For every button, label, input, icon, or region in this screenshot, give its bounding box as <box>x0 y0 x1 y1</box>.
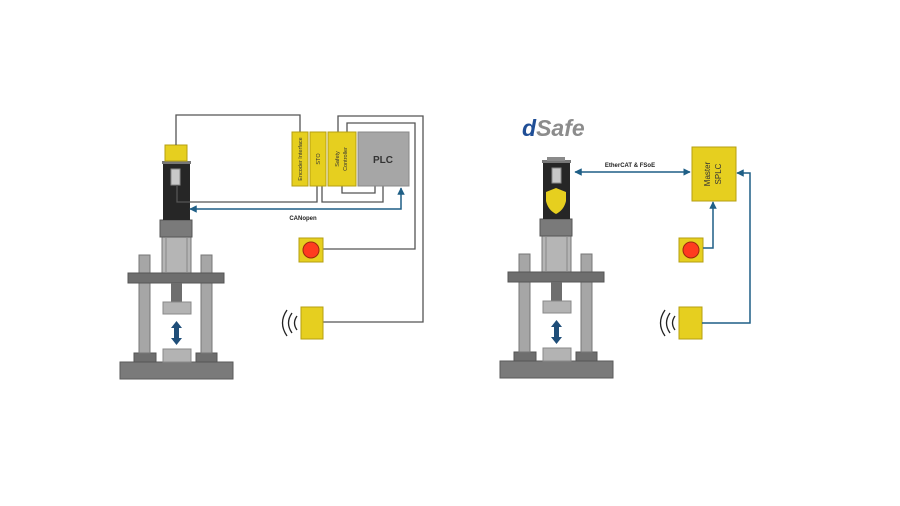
svg-text:Encoder Interface: Encoder Interface <box>298 137 304 180</box>
press-machine-left <box>119 219 234 380</box>
dsafe-logo: dSafe <box>522 115 585 141</box>
svg-text:SPLC: SPLC <box>714 163 723 184</box>
canopen-label: CANopen <box>289 216 317 222</box>
master-splc-module: Master SPLC <box>691 146 737 202</box>
dsafe-system: dSafe EtherCAT & FSoE Master SPLC <box>499 115 751 379</box>
conventional-system: CANopen Encoder Interface STO Safety Con… <box>119 114 424 380</box>
wireless-waves-icon <box>659 309 676 337</box>
svg-text:PLC: PLC <box>373 155 393 166</box>
press-machine-right <box>499 218 614 379</box>
wireless-waves-icon <box>281 309 298 337</box>
motor-encoder <box>164 144 188 162</box>
ethercat-fsoe-label: EtherCAT & FSoE <box>605 163 655 169</box>
sto-module: STO <box>309 131 327 187</box>
emergency-stop-button-right <box>678 237 704 263</box>
svg-text:Master: Master <box>703 161 712 186</box>
svg-text:Safety: Safety <box>335 151 341 167</box>
canopen-bus-line <box>189 187 405 213</box>
safety-sensor-right <box>659 306 703 340</box>
estop-signal-line <box>703 201 717 249</box>
shield-icon <box>546 188 566 214</box>
plc-module: PLC <box>357 131 410 187</box>
servo-motor-left <box>162 144 191 220</box>
encoder-interface-module: Encoder Interface <box>291 131 309 187</box>
emergency-stop-button-left <box>298 237 324 263</box>
sensor-signal-line <box>702 169 751 324</box>
safety-sensor-left <box>281 306 324 340</box>
svg-text:STO: STO <box>316 153 322 165</box>
safety-controller-module: Safety Controller <box>327 131 357 187</box>
svg-text:Controller: Controller <box>343 147 349 171</box>
dsafe-servo-motor <box>542 157 571 219</box>
